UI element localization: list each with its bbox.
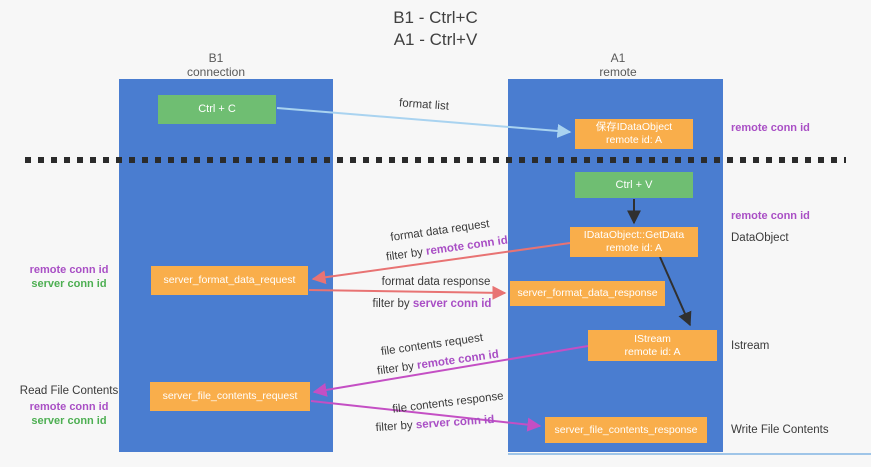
remote-conn-id-highlight: remote conn id xyxy=(425,234,509,258)
left-server-conn-id-annotation-2: server conn id xyxy=(31,415,107,427)
lifeline-b1-role: connection xyxy=(186,65,246,79)
getdata-line1: IDataObject::GetData xyxy=(583,229,685,241)
server-conn-id-highlight: server conn id xyxy=(412,298,492,310)
lifeline-a1-name: A1 xyxy=(610,51,626,65)
save-dataobject-line2: remote id: A xyxy=(605,134,663,146)
istream-line1: IStream xyxy=(634,332,671,345)
server-file-contents-response-label: server_file_contents_response xyxy=(554,423,698,436)
server-format-data-response-label: server_format_data_response xyxy=(517,287,658,299)
format-data-response-arrow xyxy=(308,285,507,300)
server-format-data-response-box: server_format_data_response xyxy=(510,281,665,306)
ctrl-v-box: Ctrl + V xyxy=(575,172,693,198)
lifeline-a1-role: remote xyxy=(599,65,637,79)
istream-box: IStream remote id: A xyxy=(588,330,717,361)
server-file-contents-request-label: server_file_contents_request xyxy=(162,390,298,402)
filter-by-text: filter by xyxy=(376,359,418,378)
lifeline-b1-name: B1 xyxy=(208,51,224,65)
ctrl-c-box: Ctrl + C xyxy=(158,95,276,124)
getdata-box: IDataObject::GetData remote id: A xyxy=(570,227,698,257)
diagram-title: B1 - Ctrl+C A1 - Ctrl+V xyxy=(0,7,871,51)
format-data-response-filter-label: filter by server conn id xyxy=(373,298,492,310)
left-remote-conn-id-annotation-1: remote conn id xyxy=(29,264,109,276)
left-remote-conn-id-annotation-2: remote conn id xyxy=(29,401,109,413)
server-conn-id-highlight: server conn id xyxy=(415,413,495,432)
remote-conn-id-annotation-mid: remote conn id xyxy=(731,210,810,222)
lifeline-header-b1: B1 connection xyxy=(156,51,276,79)
title-line-2: A1 - Ctrl+V xyxy=(393,30,478,49)
server-format-data-request-box: server_format_data_request xyxy=(151,266,308,295)
save-dataobject-line1: 保存IDataObject xyxy=(595,121,673,133)
getdata-line2: remote id: A xyxy=(605,242,663,254)
filter-by-text: filter by xyxy=(375,419,417,435)
remote-conn-id-annotation-top: remote conn id xyxy=(731,122,810,134)
file-contents-response-filter-label: filter by server conn id xyxy=(375,414,494,434)
write-file-contents-annotation: Write File Contents xyxy=(731,424,829,436)
remote-conn-id-highlight: remote conn id xyxy=(416,348,500,372)
format-data-response-label: format data response xyxy=(381,276,491,288)
istream-annotation: Istream xyxy=(731,340,770,352)
format-list-label: format list xyxy=(398,97,450,113)
server-file-contents-response-box: server_file_contents_response xyxy=(545,417,707,443)
ctrl-c-label: Ctrl + C xyxy=(198,103,236,115)
server-file-contents-request-box: server_file_contents_request xyxy=(150,382,310,411)
server-format-data-request-label: server_format_data_request xyxy=(163,274,296,286)
filter-by-text: filter by xyxy=(372,298,413,310)
dataobject-annotation: DataObject xyxy=(731,232,789,244)
filter-by-text: filter by xyxy=(385,245,427,264)
title-line-1: B1 - Ctrl+C xyxy=(393,8,478,27)
read-file-contents-annotation: Read File Contents xyxy=(19,385,119,397)
ctrl-v-label: Ctrl + V xyxy=(615,178,653,191)
lifeline-header-a1: A1 remote xyxy=(558,51,678,79)
istream-line2: remote id: A xyxy=(624,345,681,358)
save-dataobject-box: 保存IDataObject remote id: A xyxy=(575,119,693,149)
file-contents-response-label: file contents response xyxy=(391,390,505,416)
left-server-conn-id-annotation-1: server conn id xyxy=(31,278,107,290)
